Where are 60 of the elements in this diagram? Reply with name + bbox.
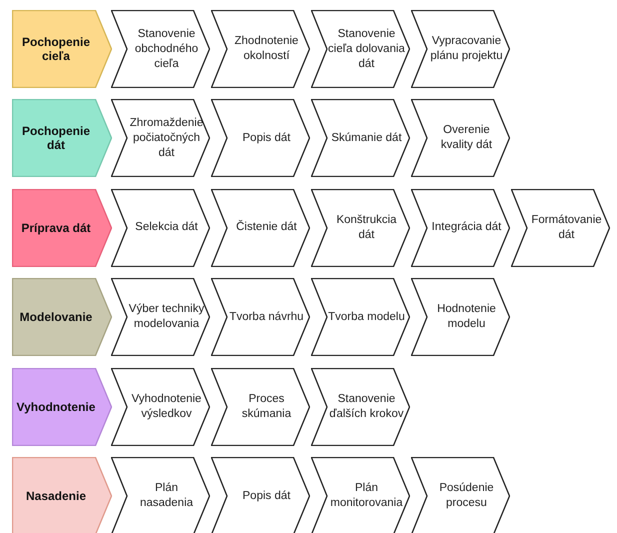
process-step-box	[411, 99, 510, 178]
phase-label: Pochopenie cieľa	[20, 35, 91, 63]
process-step-box	[211, 278, 310, 356]
phase-banner	[12, 278, 112, 356]
process-step-box	[111, 368, 210, 446]
process-step-box	[511, 188, 610, 267]
step-label: Posúdenie procesu	[438, 481, 495, 511]
process-step-box	[211, 188, 310, 267]
process-step-box	[411, 10, 510, 88]
phase-banner	[12, 99, 112, 178]
step-label: Stanovenie ďalších krokov	[328, 392, 405, 422]
step-label: Popis dát	[242, 488, 290, 504]
process-step-box	[311, 457, 410, 533]
step-label: Selekcia dát	[135, 220, 198, 236]
phase-label: Príprava dát	[21, 220, 91, 235]
phase-label: Vyhodnotenie	[16, 400, 96, 414]
process-step-box	[111, 278, 210, 356]
process-step-box	[311, 10, 410, 88]
process-step-box	[411, 457, 510, 533]
process-step-box	[311, 188, 410, 267]
step-label: Stanovenie obchodného cieľa	[134, 26, 200, 72]
process-step-box	[311, 278, 410, 356]
step-label: Formátovanie dát	[530, 212, 603, 243]
step-label: Výber techniky modelovania	[128, 302, 205, 332]
step-label: Proces skúmania	[240, 392, 292, 422]
step-label: Konštrukcia dát	[335, 212, 398, 243]
step-label: Plán nasadenia	[138, 481, 194, 511]
process-step-box	[311, 99, 410, 178]
process-step-box	[211, 10, 310, 88]
step-label: Popis dát	[242, 130, 290, 146]
step-label: Čistenie dát	[236, 220, 297, 236]
process-step-box	[111, 457, 210, 533]
process-step-box	[111, 188, 210, 267]
step-label: Zhodnotenie okolností	[234, 34, 300, 64]
step-label: Tvorba návrhu	[229, 310, 304, 325]
step-label: Overenie kvality dát	[440, 123, 494, 154]
step-label: Tvorba modelu	[328, 310, 405, 325]
step-label: Zhromaždenie počiatočných dát	[128, 116, 204, 161]
step-label: Vyhodnotenie výsledkov	[130, 392, 202, 422]
step-label: Skúmanie dát	[331, 130, 402, 146]
phase-banner	[12, 188, 112, 267]
phase-banner	[12, 457, 112, 533]
process-step-box	[311, 368, 410, 446]
process-step-box	[411, 278, 510, 356]
process-step-box	[111, 99, 210, 178]
phase-label: Pochopenie dát	[20, 124, 91, 152]
step-label: Integrácia dát	[432, 220, 502, 236]
step-label: Hodnotenie modelu	[436, 302, 497, 332]
phase-banner	[12, 10, 112, 88]
step-label: Vypracovanie plánu projektu	[429, 34, 504, 64]
step-label: Plán monitorovania	[329, 481, 404, 511]
phase-label: Modelovanie	[20, 310, 92, 324]
process-step-box	[211, 368, 310, 446]
phase-label: Nasadenie	[26, 489, 86, 503]
phase-banner	[12, 368, 112, 446]
process-step-box	[411, 188, 510, 267]
process-step-box	[211, 457, 310, 533]
process-step-box	[211, 99, 310, 178]
process-step-box	[111, 10, 210, 88]
step-label: Stanovenie cieľa dolovania dát	[328, 26, 405, 72]
